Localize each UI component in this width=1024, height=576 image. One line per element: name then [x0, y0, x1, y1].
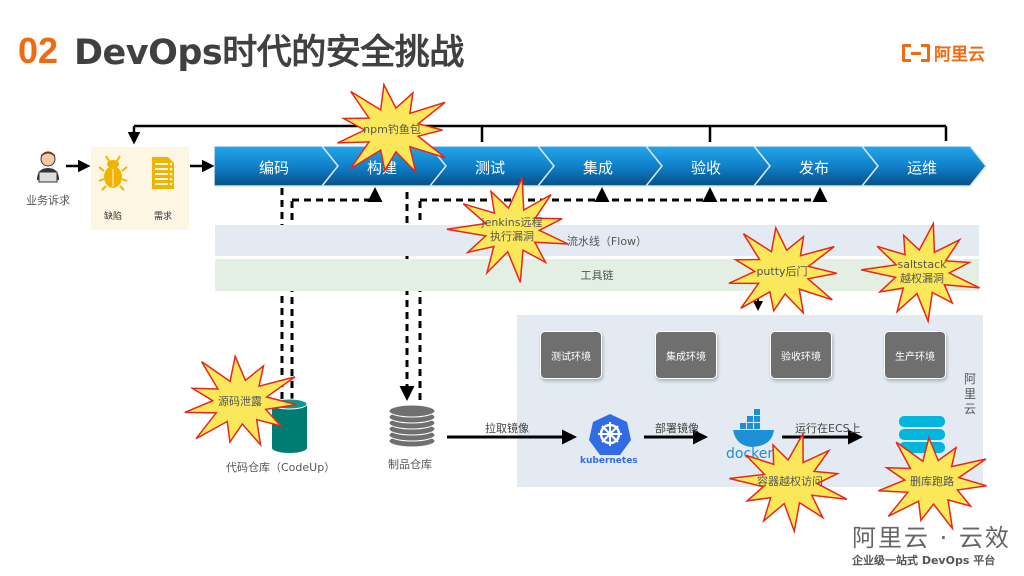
section-number: 02: [18, 30, 59, 71]
flow-band: 流水线（Flow）: [215, 225, 979, 256]
env-integration[interactable]: 集成环境: [655, 331, 717, 379]
env-test[interactable]: 测试环境: [540, 331, 602, 379]
footer-brand: 阿里云 · 云效: [852, 524, 1011, 552]
deploy-image-label: 部署镜像: [655, 422, 699, 435]
ecs-database-icon: [899, 416, 945, 453]
requirement-label: 需求: [153, 212, 172, 222]
aliyun-logo-icon: [902, 43, 930, 62]
kubernetes-label: kubernetes: [580, 456, 638, 466]
bug-icon: [98, 155, 128, 191]
artifact-repo-icon: [388, 404, 436, 448]
aliyun-logo: 阿里云: [902, 40, 985, 65]
logo-text: 阿里云: [934, 45, 985, 65]
document-list-icon: [152, 157, 174, 189]
code-repo-label: 代码仓库（CodeUp）: [226, 461, 336, 474]
pipeline-stage[interactable]: 验收: [690, 158, 721, 177]
page-title: DevOps时代的安全挑战: [74, 33, 464, 73]
code-repo-dashed-link: [280, 187, 383, 400]
defect-item: 缺陷: [93, 155, 133, 222]
threat-burst-source-leak: [184, 353, 297, 448]
aliyun-vertical-label: 阿里云: [963, 372, 976, 416]
footer-tagline: 企业级一站式 DevOps 平台: [852, 554, 996, 567]
toolchain-band: 工具链: [215, 259, 979, 291]
env-production[interactable]: 生产环境: [884, 331, 946, 379]
threat-burst-container: [729, 430, 848, 535]
env-acceptance[interactable]: 验收环境: [770, 331, 832, 379]
feedback-loop: [127, 124, 948, 145]
pull-image-label: 拉取镜像: [485, 422, 529, 435]
pipeline-chevrons: [214, 146, 987, 187]
pipeline-stage-shape: [860, 146, 987, 187]
pipeline-stage[interactable]: 发布: [798, 158, 829, 177]
pipeline-stage[interactable]: 集成: [582, 158, 613, 177]
run-on-ecs-label: 运行在ECS上: [795, 422, 861, 435]
threat-burst-jenkins: [446, 177, 569, 283]
pipeline-stage[interactable]: 测试: [474, 158, 505, 177]
flow-band-label: 流水线（Flow）: [566, 234, 648, 248]
kubernetes-icon: [589, 414, 631, 455]
docker-label: docker: [726, 446, 774, 462]
defect-label: 缺陷: [103, 212, 122, 222]
user-laptop-icon: [37, 151, 59, 183]
threat-burst-npm: [337, 82, 446, 175]
artifact-repo-dashed-link: [399, 187, 828, 401]
threat-burst-saltstack: [861, 220, 980, 324]
toolchain-band-label: 工具链: [580, 269, 614, 282]
artifact-repo-label: 制品仓库: [388, 458, 432, 471]
business-user: 业务诉求: [18, 150, 78, 208]
docker-icon: [733, 409, 774, 447]
requirements-box: 缺陷 需求: [91, 147, 189, 230]
requirement-item: 需求: [143, 155, 183, 222]
pipeline-stage[interactable]: 编码: [258, 158, 289, 177]
threat-burst-db-delete: [878, 435, 987, 532]
pipeline-stage[interactable]: 运维: [906, 158, 937, 177]
business-user-label: 业务诉求: [26, 194, 70, 207]
threat-burst-putty: [728, 225, 837, 316]
